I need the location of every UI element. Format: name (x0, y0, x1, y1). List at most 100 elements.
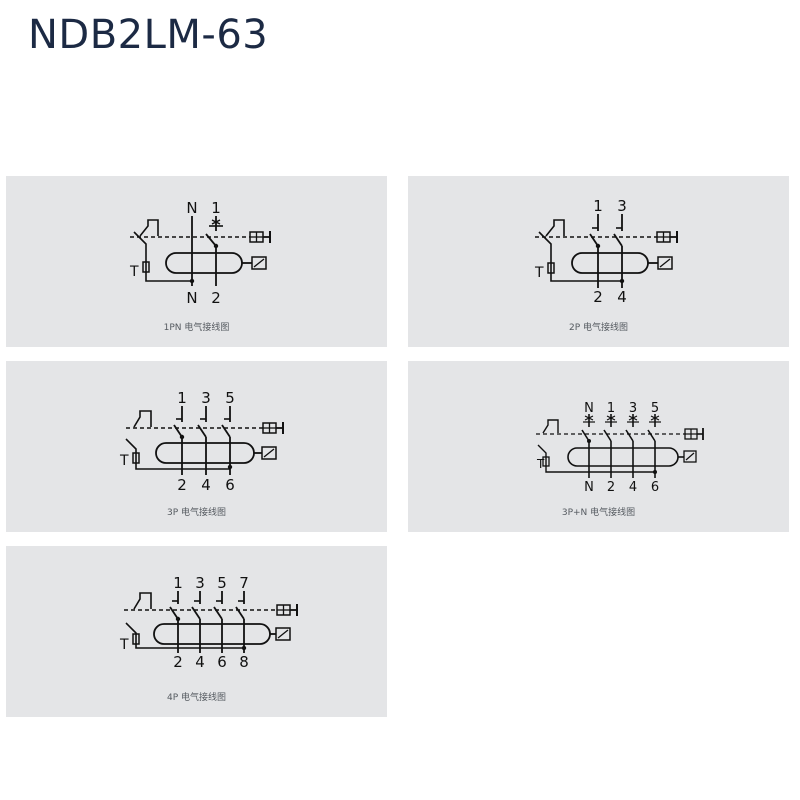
terminal-label-top: 1 (177, 389, 187, 407)
terminal-label-top: N (186, 199, 197, 217)
disconnector-mark (211, 219, 221, 225)
switch-contact (169, 606, 179, 620)
test-button-label: T (119, 453, 129, 469)
terminal-label-bottom: 4 (617, 288, 627, 306)
test-resistor (132, 452, 140, 464)
current-transformer-toroid (153, 623, 271, 645)
terminal-label-top: 3 (629, 401, 637, 416)
switch-contact (613, 233, 623, 247)
junction-dot (595, 243, 601, 249)
trip-lever (542, 419, 559, 434)
terminal-label-top: 5 (651, 401, 659, 416)
terminal-label-bottom: 4 (201, 476, 211, 494)
trip-coil (253, 258, 265, 268)
test-circuit-wire (537, 444, 655, 473)
test-button-label: T (536, 457, 545, 471)
diagram-caption: 3P 电气接线图 (166, 508, 226, 518)
terminal-label-bottom: 2 (593, 288, 603, 306)
junction-dot (179, 434, 185, 440)
test-resistor (142, 261, 150, 273)
trip-coil (263, 448, 275, 458)
terminal-label-bottom: 4 (195, 653, 205, 671)
diagram-caption: 1PN 电气接线图 (163, 323, 230, 333)
switch-contact (197, 424, 207, 438)
test-circuit-wire (125, 622, 244, 649)
trip-coil (275, 627, 291, 641)
wiring-diagram-3p: 1 3 5 2 4 6 T (119, 389, 284, 494)
trip-lever (139, 219, 159, 237)
trip-lever (545, 219, 565, 237)
switch-contact (213, 606, 223, 620)
test-resistor (547, 262, 555, 274)
disconnector-marks (583, 415, 661, 423)
junction-dot (587, 439, 591, 443)
terminal-label-bottom: 2 (211, 289, 221, 307)
junction-dot (213, 243, 219, 249)
diagram-caption: 2P 电气接线图 (568, 323, 628, 333)
switch-contact (235, 606, 245, 620)
trip-coil (657, 256, 673, 270)
test-resistor (132, 633, 140, 645)
wiring-diagram-card-3p: 1 3 5 2 4 6 T 3P 电气接线图 (6, 361, 387, 532)
trip-lever (133, 592, 152, 610)
terminal-label-top: 3 (195, 574, 205, 592)
switch-contact (173, 424, 183, 438)
page-title: NDB2LM-63 (28, 12, 269, 58)
diagram-caption: 4P 电气接线图 (166, 693, 226, 703)
wiring-diagram-card-2p: 1 3 2 4 T 2P 电气接线图 (408, 176, 789, 347)
current-transformer-toroid (571, 252, 649, 274)
trip-coil (683, 450, 697, 463)
junction-dot (175, 616, 181, 622)
terminal-label-top: 1 (593, 197, 603, 215)
terminal-label-top: 1 (211, 199, 221, 217)
trip-lever (133, 410, 152, 428)
terminal-label-top: 3 (617, 197, 627, 215)
terminal-label-top: 7 (239, 574, 249, 592)
switch-contact (191, 606, 201, 620)
test-button-label: T (534, 265, 544, 281)
terminal-label-bottom: 6 (217, 653, 227, 671)
wiring-diagram-3pn: N 1 3 5 N 2 4 6 T (536, 401, 704, 495)
switch-contact (647, 429, 656, 442)
switch-contact (581, 429, 590, 442)
terminal-label-bottom: N (186, 289, 197, 307)
trip-coil (251, 256, 267, 270)
terminal-label-bottom: 2 (173, 653, 183, 671)
switch-contact (205, 233, 217, 247)
terminal-label-top: 3 (201, 389, 211, 407)
trip-coil (685, 452, 695, 461)
switch-contact (221, 424, 231, 438)
switch-contact (625, 429, 634, 442)
current-transformer-toroid (155, 442, 255, 464)
terminal-label-bottom: 4 (629, 480, 637, 495)
wiring-diagram-card-4p: 1 3 5 7 2 4 6 8 T (6, 546, 387, 717)
terminal-label-bottom: 6 (651, 480, 659, 495)
trip-coil (659, 258, 671, 268)
diagram-caption: 3P+N 电气接线图 (561, 508, 636, 518)
trip-coil (277, 629, 289, 639)
wiring-diagram-card-3pn: N 1 3 5 N 2 4 6 T (408, 361, 789, 532)
terminal-label-bottom: 8 (239, 653, 249, 671)
test-button-label: T (119, 637, 129, 653)
terminal-label-top: 1 (607, 401, 615, 416)
terminal-label-bottom: 6 (225, 476, 235, 494)
trip-coil (261, 446, 277, 460)
current-transformer-toroid (567, 447, 679, 467)
switch-contact (589, 233, 599, 247)
terminal-label-top: 1 (173, 574, 183, 592)
test-circuit-wire (125, 438, 230, 470)
terminal-label-bottom: 2 (607, 480, 615, 495)
test-resistor (542, 456, 550, 467)
terminal-label-top: 5 (217, 574, 227, 592)
switch-contact (603, 429, 612, 442)
wiring-diagram-2p: 1 3 2 4 T (534, 197, 678, 306)
terminal-label-bottom: 2 (177, 476, 187, 494)
wiring-diagram-card-1pn: N 1 N 2 T 1PN 电气接线图 (6, 176, 387, 347)
wiring-diagram-1pn: N 1 N 2 T (129, 199, 271, 307)
terminal-label-bottom: N (584, 480, 594, 495)
wiring-diagram-4p: 1 3 5 7 2 4 6 8 T (119, 574, 298, 671)
terminal-label-top: 5 (225, 389, 235, 407)
junction-dot (227, 464, 233, 470)
terminal-label-top: N (584, 401, 594, 416)
test-button-label: T (129, 264, 139, 280)
